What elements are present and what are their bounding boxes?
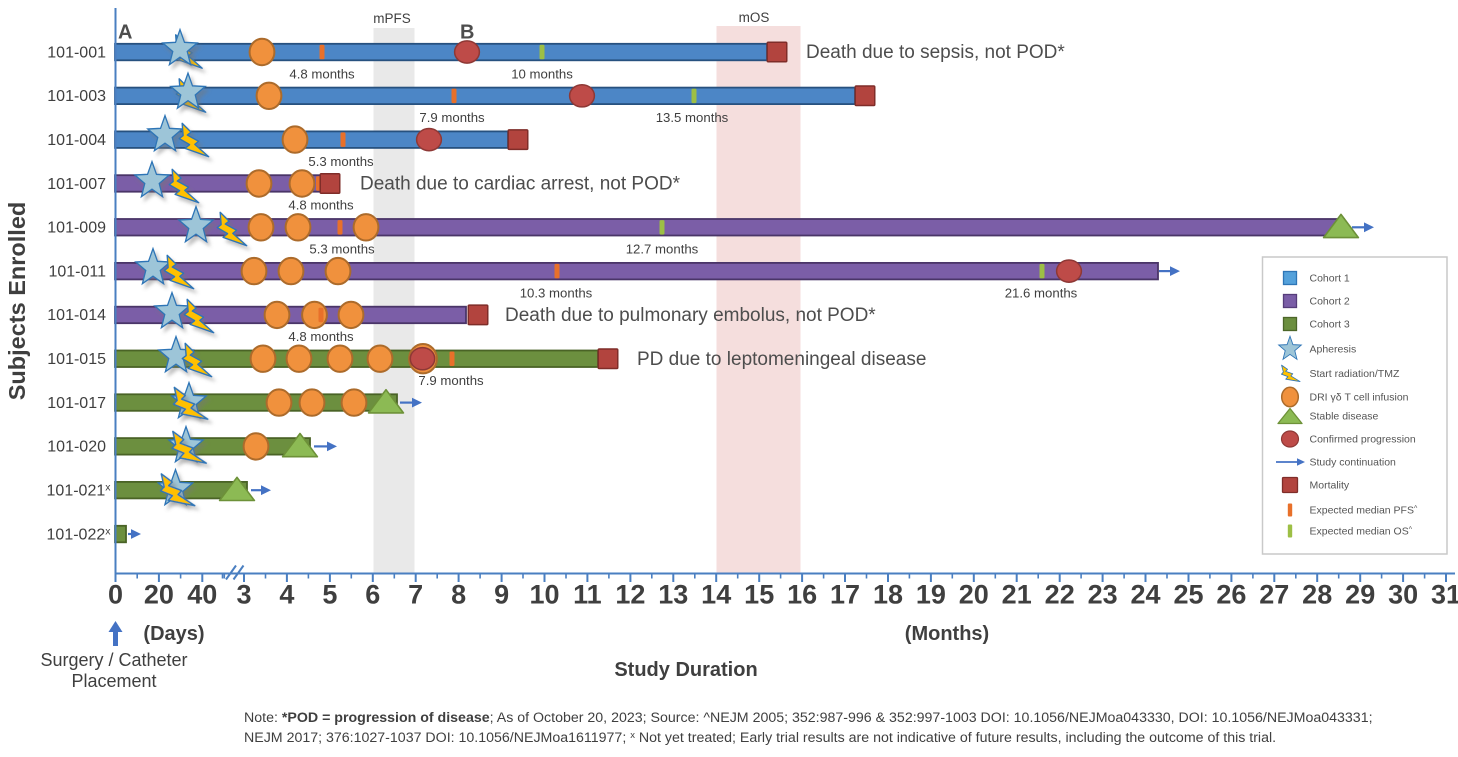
svg-text:40: 40 bbox=[187, 580, 217, 610]
svg-text:20: 20 bbox=[144, 580, 174, 610]
svg-text:24: 24 bbox=[1130, 580, 1160, 610]
svg-text:26: 26 bbox=[1216, 580, 1246, 610]
svg-text:4.8 months: 4.8 months bbox=[289, 66, 355, 81]
svg-text:3: 3 bbox=[236, 580, 251, 610]
svg-text:Study Duration: Study Duration bbox=[614, 659, 757, 681]
svg-text:DRI γδ T cell infusion: DRI γδ T cell infusion bbox=[1310, 392, 1409, 404]
svg-text:101-009: 101-009 bbox=[47, 220, 106, 237]
svg-text:7.9 months: 7.9 months bbox=[418, 373, 484, 388]
svg-text:101-011: 101-011 bbox=[48, 263, 106, 280]
svg-text:Surgery / Catheter: Surgery / Catheter bbox=[40, 650, 187, 670]
svg-text:101-022x: 101-022x bbox=[47, 525, 112, 543]
svg-text:Apheresis: Apheresis bbox=[1310, 344, 1357, 356]
svg-text:101-015: 101-015 bbox=[47, 351, 106, 368]
svg-text:Expected median OS^: Expected median OS^ bbox=[1310, 526, 1413, 538]
svg-text:B: B bbox=[460, 22, 474, 44]
svg-text:101-014: 101-014 bbox=[47, 307, 106, 324]
svg-text:Start radiation/TMZ: Start radiation/TMZ bbox=[1310, 368, 1400, 380]
svg-text:Death due to sepsis, not POD*: Death due to sepsis, not POD* bbox=[806, 42, 1065, 63]
svg-text:5.3 months: 5.3 months bbox=[309, 242, 375, 257]
svg-text:9: 9 bbox=[494, 580, 509, 610]
svg-text:13.5 months: 13.5 months bbox=[656, 110, 729, 125]
svg-text:22: 22 bbox=[1045, 580, 1075, 610]
svg-text:21: 21 bbox=[1002, 580, 1032, 610]
svg-text:Cohort 3: Cohort 3 bbox=[1310, 319, 1350, 331]
svg-text:8: 8 bbox=[451, 580, 466, 610]
svg-text:11: 11 bbox=[573, 580, 602, 610]
svg-text:23: 23 bbox=[1088, 580, 1118, 610]
svg-text:(Days): (Days) bbox=[143, 623, 204, 645]
svg-text:101-017: 101-017 bbox=[47, 395, 106, 412]
svg-text:Study continuation: Study continuation bbox=[1310, 457, 1397, 469]
svg-text:30: 30 bbox=[1388, 580, 1418, 610]
svg-text:A: A bbox=[118, 22, 132, 44]
svg-text:7: 7 bbox=[408, 580, 423, 610]
svg-text:14: 14 bbox=[701, 580, 731, 610]
svg-text:mPFS: mPFS bbox=[373, 11, 411, 26]
svg-text:Death due to cardiac arrest, n: Death due to cardiac arrest, not POD* bbox=[360, 174, 681, 195]
svg-text:19: 19 bbox=[916, 580, 946, 610]
svg-text:17: 17 bbox=[830, 580, 860, 610]
svg-text:20: 20 bbox=[959, 580, 989, 610]
svg-text:4: 4 bbox=[279, 580, 294, 610]
svg-text:101-007: 101-007 bbox=[47, 176, 106, 193]
svg-text:13: 13 bbox=[658, 580, 688, 610]
svg-text:0: 0 bbox=[108, 580, 123, 610]
svg-text:101-020: 101-020 bbox=[47, 439, 106, 456]
svg-text:101-001: 101-001 bbox=[47, 44, 106, 61]
svg-text:12: 12 bbox=[615, 580, 645, 610]
svg-text:29: 29 bbox=[1345, 580, 1375, 610]
svg-text:5.3 months: 5.3 months bbox=[308, 154, 374, 169]
svg-text:28: 28 bbox=[1302, 580, 1332, 610]
svg-text:Mortality: Mortality bbox=[1310, 480, 1350, 492]
svg-text:Confirmed progression: Confirmed progression bbox=[1310, 434, 1416, 446]
svg-text:(Months): (Months) bbox=[905, 623, 989, 645]
svg-text:Placement: Placement bbox=[71, 671, 156, 691]
svg-text:Death due to pulmonary embolus: Death due to pulmonary embolus, not POD* bbox=[505, 305, 876, 326]
svg-text:NEJM 2017; 376:1027-1037 DOI:: NEJM 2017; 376:1027-1037 DOI: 10.1056/NE… bbox=[244, 730, 1276, 746]
svg-text:16: 16 bbox=[787, 580, 817, 610]
svg-text:25: 25 bbox=[1173, 580, 1203, 610]
svg-text:31: 31 bbox=[1431, 580, 1458, 610]
svg-text:10 months: 10 months bbox=[511, 66, 573, 81]
svg-text:15: 15 bbox=[744, 580, 774, 610]
svg-text:PD due to leptomeningeal disea: PD due to leptomeningeal disease bbox=[637, 349, 926, 370]
svg-text:27: 27 bbox=[1259, 580, 1289, 610]
svg-text:21.6 months: 21.6 months bbox=[1005, 285, 1078, 300]
svg-text:Note: *POD = progression of di: Note: *POD = progression of disease; As … bbox=[244, 710, 1373, 726]
svg-text:101-004: 101-004 bbox=[47, 132, 106, 149]
svg-text:mOS: mOS bbox=[739, 10, 770, 25]
svg-text:5: 5 bbox=[322, 580, 337, 610]
svg-text:Subjects Enrolled: Subjects Enrolled bbox=[4, 202, 30, 401]
svg-text:4.8 months: 4.8 months bbox=[288, 198, 354, 213]
svg-text:10.3 months: 10.3 months bbox=[520, 285, 593, 300]
svg-text:4.8 months: 4.8 months bbox=[288, 329, 354, 344]
svg-text:Cohort 2: Cohort 2 bbox=[1310, 296, 1350, 308]
svg-text:Stable disease: Stable disease bbox=[1310, 411, 1379, 423]
svg-text:7.9 months: 7.9 months bbox=[419, 110, 485, 125]
svg-text:101-021x: 101-021x bbox=[47, 482, 112, 500]
svg-text:101-003: 101-003 bbox=[47, 88, 106, 105]
svg-text:12.7 months: 12.7 months bbox=[626, 242, 699, 257]
svg-text:10: 10 bbox=[529, 580, 559, 610]
svg-text:6: 6 bbox=[365, 580, 380, 610]
svg-text:Expected median PFS^: Expected median PFS^ bbox=[1310, 505, 1418, 517]
svg-text:18: 18 bbox=[873, 580, 903, 610]
svg-text:Cohort 1: Cohort 1 bbox=[1310, 273, 1350, 285]
